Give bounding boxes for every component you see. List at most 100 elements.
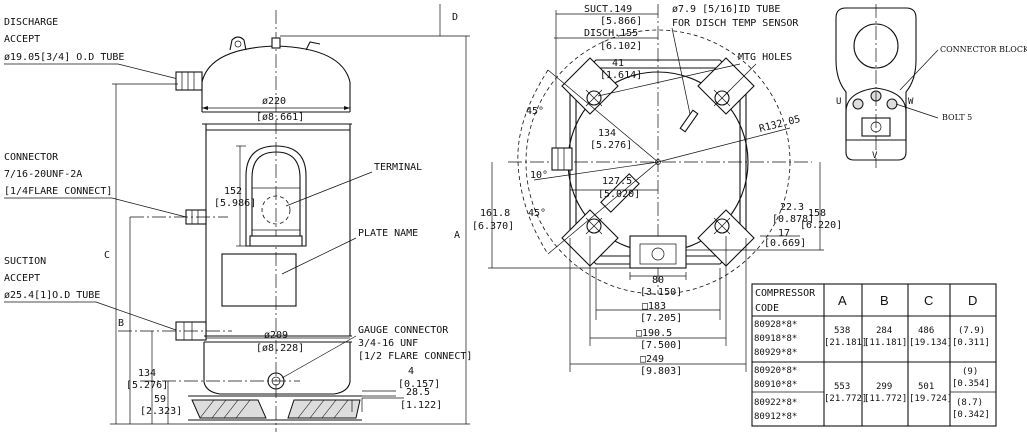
dim4-value: 4 (408, 366, 414, 377)
g2-b-value: 299 (876, 382, 892, 392)
dim-b-letter: B (118, 318, 124, 329)
model-80929: 80929*8* (754, 348, 797, 358)
g2-a-value: 553 (834, 382, 850, 392)
mtg-tab-tl (561, 57, 619, 115)
model-80910: 80910*8* (754, 380, 797, 390)
g2-d-bottom-inch: [0.342] (952, 410, 990, 420)
g1-c-value: 486 (918, 326, 934, 336)
connector-label-3: [1/4FLARE CONNECT] (4, 186, 112, 197)
terminal-u: U (836, 97, 841, 107)
connector-label-2: 7/16-20UNF-2A (4, 169, 82, 180)
dim-c-letter: C (104, 250, 110, 261)
g2-d-top-value: (9) (962, 367, 978, 377)
disch-inch: [6.102] (600, 41, 642, 52)
g2-d-bottom-value: (8.7) (956, 398, 983, 408)
d1275-value: 127.5 (602, 176, 632, 187)
mtg-tab-tr (697, 57, 755, 115)
suct-inch: [5.866] (600, 16, 642, 27)
sq183-value: □183 (642, 301, 666, 312)
header-a: A (838, 293, 847, 308)
d158-value: 158 (808, 208, 826, 219)
dim4-inch: [0.157] (398, 379, 440, 390)
mtg-holes-label: MTG HOLES (738, 52, 792, 63)
gauge-label-1: GAUGE CONNECTOR (358, 325, 449, 336)
sq183-inch: [7.205] (640, 313, 682, 324)
suction-label-2: ACCEPT (4, 273, 40, 284)
d17-inch: [0.669] (764, 238, 806, 249)
terminal-label: TERMINAL (374, 162, 422, 173)
model-80918: 80918*8* (754, 334, 797, 344)
bolt-label: BOLT 5 (942, 113, 972, 122)
dia-top-value: ø220 (262, 96, 286, 107)
model-80912: 80912*8* (754, 412, 797, 422)
r132-value: R132.05 (758, 114, 802, 135)
dim285-value: 28.5 (406, 387, 430, 398)
d80-inch: [3.150] (640, 287, 682, 298)
d134-value: 134 (598, 128, 616, 139)
g2-d-top-inch: [0.354] (952, 379, 990, 389)
d1275-inch: [5.020] (598, 189, 640, 200)
model-80920: 80920*8* (754, 366, 797, 376)
g2-c-inch: [19.724] (909, 394, 952, 404)
d17-value: 17 (778, 228, 790, 239)
discharge-label-1: DISCHARGE (4, 17, 58, 28)
dim-d-letter: D (452, 12, 458, 23)
suction-label-1: SUCTION (4, 256, 46, 267)
d80-value: 80 (652, 275, 664, 286)
g2-c-value: 501 (918, 382, 934, 392)
sq1905-inch: [7.500] (640, 340, 682, 351)
d158-inch: [6.220] (800, 220, 842, 231)
suct-value: SUCT.149 (584, 4, 632, 15)
discharge-label-3: ø19.05[3/4] O.D TUBE (4, 52, 124, 63)
sq249-inch: [9.803] (640, 366, 682, 377)
dia-top-inch: [ø8.661] (256, 112, 304, 123)
g2-a-inch: [21.772] (824, 394, 867, 404)
compressor-side-view: ø220 [ø8.661] 152 [5.986] ø20 (110, 10, 470, 432)
header-b: B (880, 293, 889, 308)
top-view-dimensions: SUCT.149 [5.866] DISCH.155 [6.102] ø7.9 … (472, 4, 842, 377)
d134-inch: [5.276] (590, 140, 632, 151)
connector-callout: CONNECTOR 7/16-20UNF-2A [1/4FLARE CONNEC… (4, 152, 191, 219)
dimension-table: COMPRESSOR CODE A B C D 80928*8* 80918*8… (751, 283, 997, 427)
plate-name-label: PLATE NAME (358, 228, 418, 239)
disch-value: DISCH.155 (584, 28, 638, 39)
discharge-label-2: ACCEPT (4, 34, 40, 45)
h134-inch: [5.276] (126, 380, 168, 391)
g1-a-value: 538 (834, 326, 850, 336)
sq249-value: □249 (640, 354, 664, 365)
dim-a-letter: A (454, 230, 460, 241)
connector-label-1: CONNECTOR (4, 152, 59, 163)
h134-value: 134 (138, 368, 156, 379)
d1618-inch: [6.370] (472, 221, 514, 232)
d223-value: 22.3 (780, 202, 804, 213)
dia-bottom-inch: [ø8.228] (256, 343, 304, 354)
discharge-callout: DISCHARGE ACCEPT ø19.05[3/4] O.D TUBE (4, 17, 183, 81)
d223-inch: [0.878] (772, 214, 814, 225)
g1-a-inch: [21.181] (824, 338, 867, 348)
g1-c-inch: [19.134] (909, 338, 952, 348)
angle-10: 10° (530, 170, 548, 181)
g1-d-value: (7.9) (958, 326, 985, 336)
sq1905-value: □190.5 (636, 328, 672, 339)
terminal-v: V (872, 151, 878, 161)
gauge-label-3: [1/2 FLARE CONNECT] (358, 351, 472, 362)
tube-label-1: ø7.9 [5/16]ID TUBE (672, 4, 780, 15)
d41-inch: [1.614] (600, 70, 642, 81)
h152-inch: [5.986] (214, 198, 256, 209)
side-view-dimensions: A D C B 134 [5.276] 59 [2.323] 4 [0.157]… (104, 4, 472, 424)
dia-bottom-value: ø209 (264, 330, 288, 341)
d41-value: 41 (612, 58, 624, 69)
h59-value: 59 (154, 394, 166, 405)
gauge-label-2: 3/4-16 UNF (358, 338, 418, 349)
connector-block-detail: U W V CONNECTOR BLOCK BOLT 5 (835, 4, 1027, 168)
d1618-value: 161.8 (480, 208, 510, 219)
angle-45-top: 45° (526, 106, 544, 117)
model-80922: 80922*8* (754, 398, 797, 408)
g2-b-inch: [11.772] (864, 394, 907, 404)
g1-d-inch: [0.311] (952, 338, 990, 348)
header-c: C (924, 293, 933, 308)
angle-45-bottom: 45° (528, 208, 546, 219)
h59-inch: [2.323] (140, 406, 182, 417)
